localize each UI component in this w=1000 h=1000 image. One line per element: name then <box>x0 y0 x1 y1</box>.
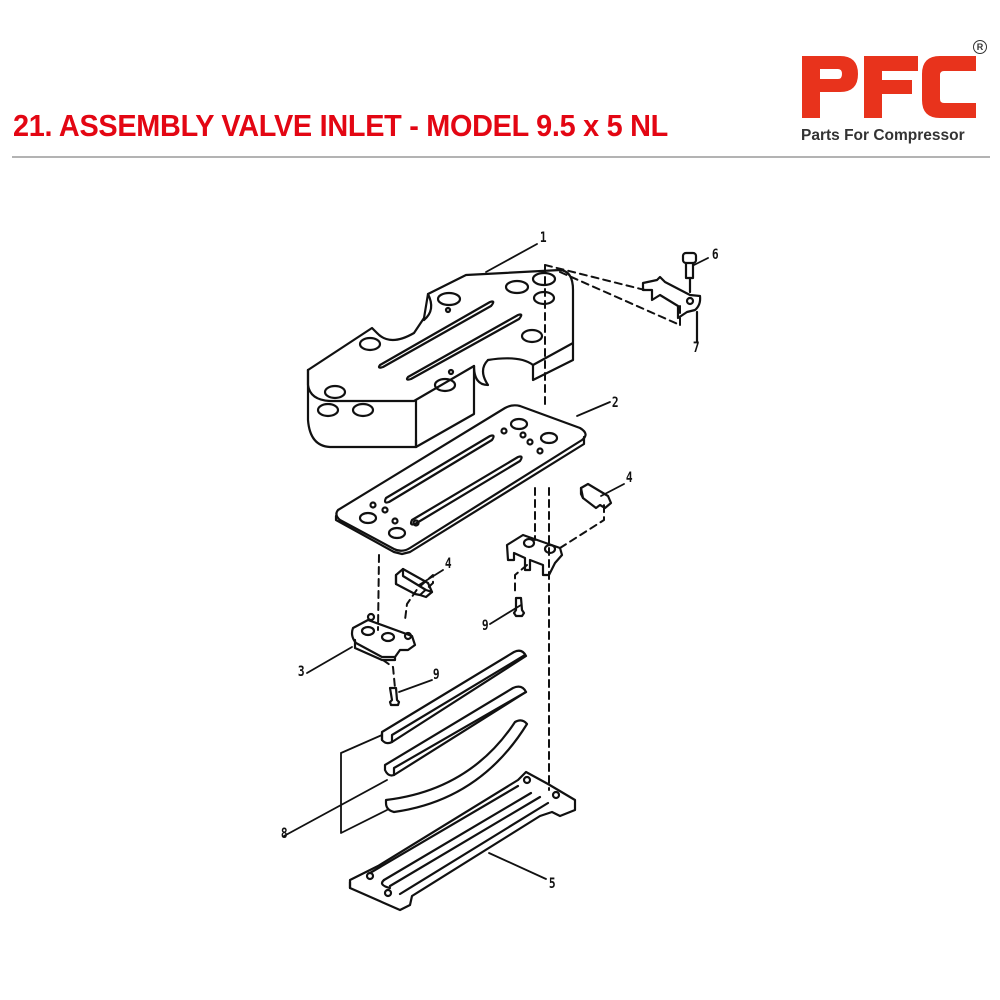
alignment-lines <box>377 264 681 791</box>
callout-6: 6 <box>711 247 719 263</box>
part-5-base <box>348 770 577 912</box>
callout-9-lower: 9 <box>432 667 440 683</box>
part-1-seat-plate <box>306 268 575 449</box>
part-2-valve-plate <box>334 404 587 556</box>
part-4-retainer-lower <box>394 567 434 599</box>
leader-lines <box>283 243 709 880</box>
pfc-logo-letters <box>802 56 976 118</box>
pfc-logo: R Parts For Compressor <box>800 40 990 150</box>
callout-3: 3 <box>297 664 305 680</box>
header-divider <box>12 156 990 158</box>
logo-tagline: Parts For Compressor <box>801 127 965 144</box>
part-4-retainer-upper <box>579 482 613 510</box>
part-clip-right <box>505 533 564 577</box>
callout-5: 5 <box>548 876 556 892</box>
callout-4-upper: 4 <box>625 470 633 486</box>
page-title: 21. ASSEMBLY VALVE INLET - MODEL 9.5 x 5… <box>13 108 668 143</box>
callout-8: 8 <box>280 826 288 842</box>
callout-2: 2 <box>611 395 619 411</box>
callout-1: 1 <box>539 230 547 246</box>
callout-4-lower: 4 <box>444 556 452 572</box>
callout-9-upper: 9 <box>481 618 489 634</box>
part-9-screws <box>388 596 526 707</box>
callout-7: 7 <box>692 340 700 356</box>
part-8-spring-strips <box>380 649 529 814</box>
part-6-7-bolt-bracket <box>641 251 702 344</box>
registered-trademark-icon: R <box>973 40 987 54</box>
part-3-clip <box>350 612 417 662</box>
